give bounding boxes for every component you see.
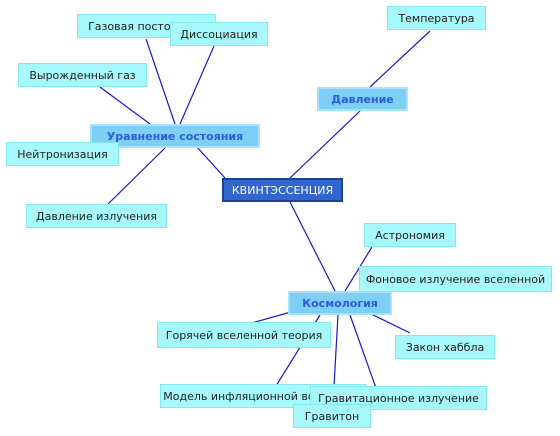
branch-pressure[interactable]: Давление <box>317 87 408 111</box>
edge-equation-degenerate <box>99 86 151 125</box>
edge-root-equation <box>195 145 226 179</box>
edge-root-pressure <box>289 110 361 179</box>
leaf-graviton[interactable]: Гравитон <box>293 404 371 428</box>
edge-cosmology-astronomy <box>344 246 373 292</box>
leaf-radiation-pressure[interactable]: Давление излучения <box>26 204 167 228</box>
leaf-dissociation[interactable]: Диссоциация <box>170 22 268 46</box>
leaf-neutronization[interactable]: Нейтронизация <box>6 142 119 166</box>
edge-root-cosmology <box>289 201 336 292</box>
edge-equation-radiation <box>107 147 166 205</box>
root-node[interactable]: КВИНТЭССЕНЦИЯ <box>222 178 343 202</box>
edge-equation-dissociation <box>179 45 215 125</box>
edge-cosmology-gravrad <box>349 314 377 389</box>
leaf-temperature[interactable]: Температура <box>387 6 486 30</box>
edge-cosmology-hubble <box>366 311 411 334</box>
edge-cosmology-hot <box>251 311 292 324</box>
leaf-hubble-law[interactable]: Закон хаббла <box>395 335 495 359</box>
edge-equation-gas-const <box>145 38 176 125</box>
leaf-degenerate-gas[interactable]: Вырожденный газ <box>18 63 147 87</box>
leaf-hot-universe[interactable]: Горячей вселенной теория <box>157 322 331 348</box>
branch-cosmology[interactable]: Космология <box>288 291 392 315</box>
leaf-background-radiation[interactable]: Фоновое излучение вселенной <box>359 266 552 292</box>
edge-pressure-temperature <box>369 30 431 88</box>
leaf-astronomy[interactable]: Астрономия <box>364 223 456 247</box>
